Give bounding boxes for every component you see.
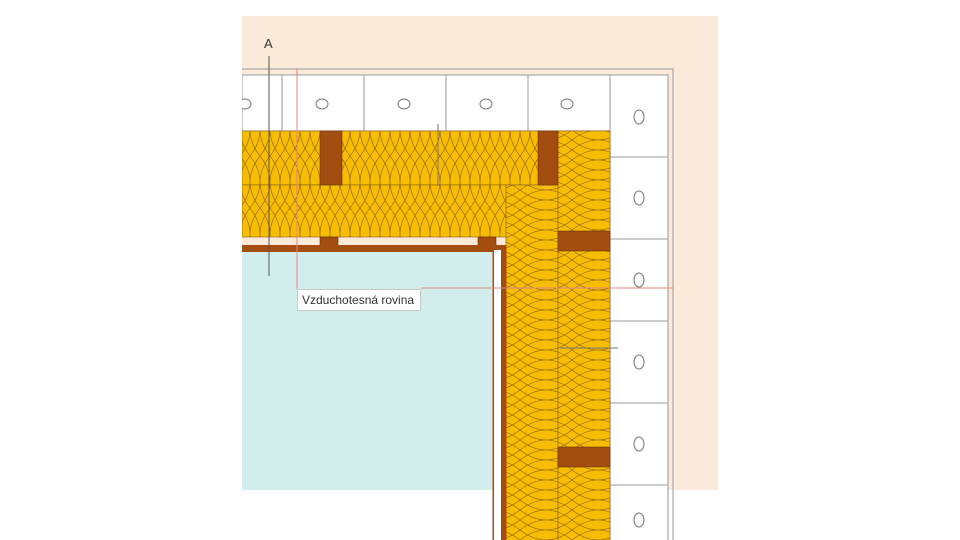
insulation-right-outer (557, 130, 611, 540)
exterior-background-lower (673, 16, 718, 490)
interior-room (242, 250, 492, 490)
airtight-plane-label: Vzduchotesná rovina (297, 289, 421, 311)
dowel-hole-icon (242, 98, 645, 528)
insulation-top-inner (242, 184, 509, 238)
section-marker-label: A (264, 36, 273, 51)
timber-studs (319, 130, 611, 468)
inner-sheathing (242, 245, 507, 540)
inner-gap (494, 250, 502, 540)
eps-board-column-right (609, 74, 669, 540)
plaster-outline (242, 68, 674, 540)
insulation-right-inner (505, 184, 559, 540)
